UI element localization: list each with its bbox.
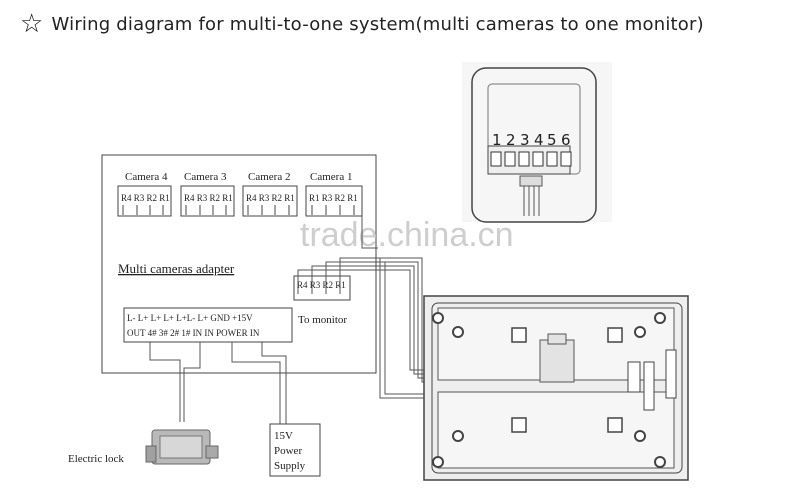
svg-text:3: 3 (520, 131, 530, 149)
camera-group-2: Camera 2 R4 R3 R2 R1 (242, 171, 298, 217)
power-supply-box (269, 423, 321, 477)
adapter-box (101, 154, 377, 374)
svg-text:6: 6 (561, 131, 571, 149)
camera-group-3: Camera 3 R4 R3 R2 R1 (180, 171, 235, 217)
camera-3-port-block (180, 185, 235, 217)
camera-group-1: Camera 1 R1 R3 R2 R1 (305, 171, 363, 217)
camera-unit (462, 62, 612, 223)
power-supply-line2: Power (274, 445, 302, 457)
camera-1-port-block (305, 185, 363, 217)
camera-pin-stubs (122, 205, 355, 215)
monitor-unit (423, 295, 689, 481)
adapter-ports: R4 R3 R2 R1 (297, 280, 346, 290)
camera-2-label: Camera 2 (248, 171, 290, 183)
camera-group-4: Camera 4 R4 R3 R2 R1 (117, 171, 172, 217)
star-icon: ☆ (20, 9, 44, 39)
monitor-screw-holes (432, 312, 666, 468)
terminal-bottom-labels: OUT 4# 3# 2# 1# IN IN POWER IN (127, 328, 260, 338)
camera-1-label: Camera 1 (310, 171, 352, 183)
terminal-block (123, 307, 293, 343)
camera-1-ports: R1 R3 R2 R1 (309, 193, 358, 203)
power-supply-line1: 15V (274, 430, 293, 442)
adapter-port-block (293, 275, 351, 301)
camera-3-ports: R4 R3 R2 R1 (184, 193, 233, 203)
camera-unit-cable (519, 175, 543, 216)
svg-text:1: 1 (492, 131, 502, 149)
camera-2-ports: R4 R3 R2 R1 (246, 193, 295, 203)
to-monitor-label: To monitor (298, 314, 347, 326)
terminal-top-labels: L- L+ L+ L+ L+L- L+ GND +15V (127, 313, 253, 323)
camera-3-label: Camera 3 (184, 171, 227, 183)
electric-lock-icon (145, 429, 219, 465)
power-supply-line3: Supply (274, 460, 306, 472)
monitor-mount-slots (511, 327, 623, 433)
camera-unit-pin-labels: 1 2 3 4 5 6 (492, 131, 571, 149)
svg-text:2: 2 (506, 131, 516, 149)
camera-2-port-block (242, 185, 298, 217)
camera-4-port-block (117, 185, 172, 217)
diagram-title: ☆ Wiring diagram for multi-to-one system… (20, 10, 704, 38)
adapter-title: Multi cameras adapter (118, 261, 235, 276)
camera-4-label: Camera 4 (125, 171, 168, 183)
watermark: trade.china.cn (300, 216, 514, 254)
camera-4-ports: R4 R3 R2 R1 (121, 193, 170, 203)
svg-text:5: 5 (547, 131, 557, 149)
camera-unit-terminals (490, 151, 572, 167)
lock-wires (149, 342, 201, 422)
title-text: Wiring diagram for multi-to-one system(m… (51, 13, 704, 35)
power-wires (231, 342, 287, 424)
svg-text:4: 4 (534, 131, 544, 149)
electric-lock-label: Electric lock (68, 453, 124, 465)
camera-unit-wires (361, 216, 378, 249)
